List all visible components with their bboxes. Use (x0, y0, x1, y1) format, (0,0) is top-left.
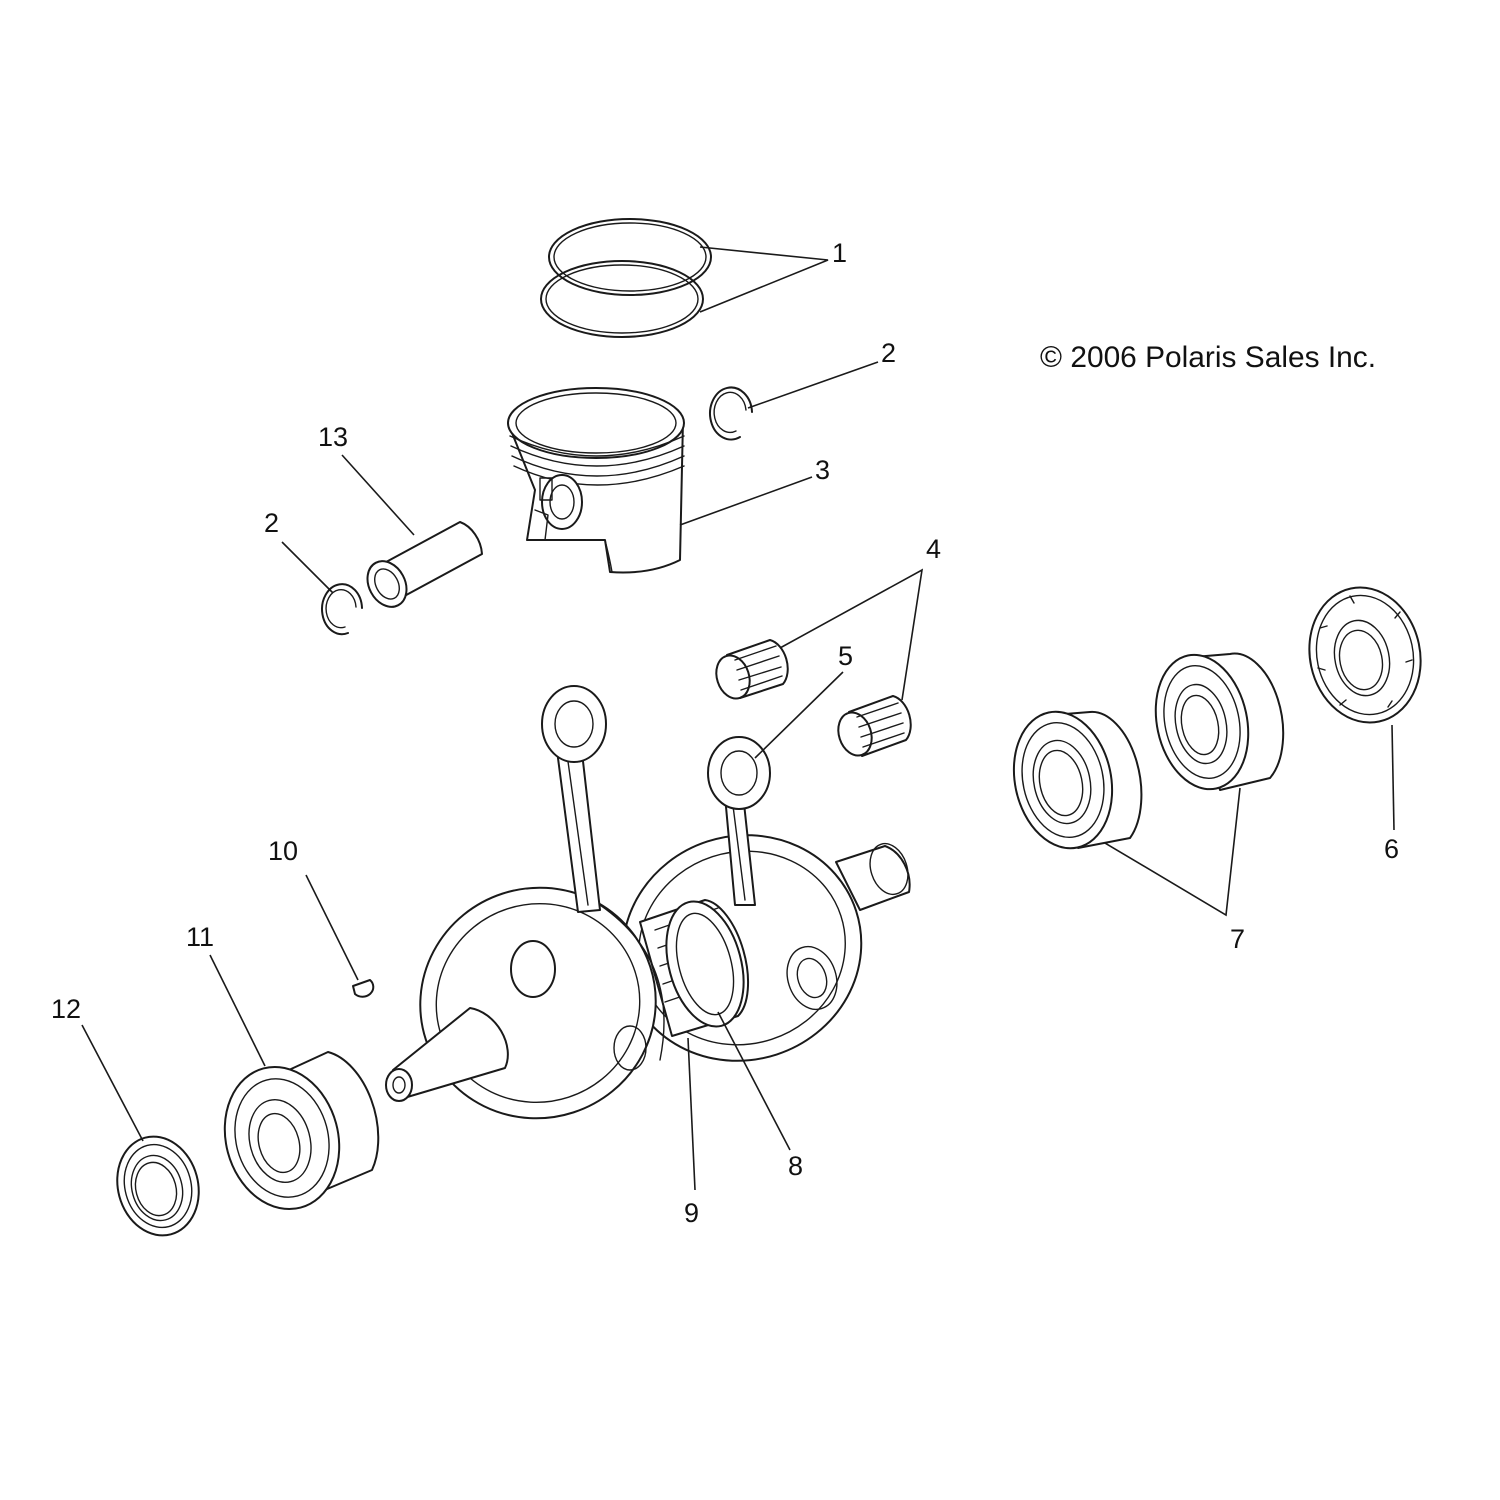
callout-2-circlip-right: 2 (881, 338, 896, 368)
oil-seal-front (116, 1135, 200, 1237)
callout-9: 9 (684, 1198, 699, 1228)
callout-4: 4 (926, 534, 941, 564)
callout-1: 1 (832, 238, 847, 268)
oil-seal-rear (1308, 586, 1422, 724)
callout-10: 10 (268, 836, 298, 866)
main-bearing-rear-1 (1012, 710, 1143, 850)
main-bearing-rear-2 (1154, 652, 1285, 791)
callout-12: 12 (51, 994, 81, 1024)
callout-6: 6 (1384, 834, 1399, 864)
crankshaft (385, 685, 911, 1120)
needle-bearing-lower (837, 695, 912, 757)
callout-5: 5 (838, 641, 853, 671)
circlip-right (709, 386, 753, 441)
callout-3: 3 (815, 455, 830, 485)
callout-11: 11 (186, 922, 214, 952)
circlip-left (321, 583, 363, 636)
copyright-notice: © 2006 Polaris Sales Inc. (1040, 341, 1376, 374)
callout-2-circlip-left: 2 (264, 508, 279, 538)
piston-rings (540, 218, 712, 338)
main-bearing-front (223, 1051, 380, 1211)
needle-bearing-upper (715, 639, 789, 700)
callout-8: 8 (788, 1151, 803, 1181)
leader-lines (81, 246, 1395, 1191)
piston (507, 387, 685, 574)
woodruff-key (352, 979, 375, 998)
callout-7: 7 (1230, 924, 1245, 954)
wrist-pin (366, 521, 483, 608)
callout-13: 13 (318, 422, 348, 452)
